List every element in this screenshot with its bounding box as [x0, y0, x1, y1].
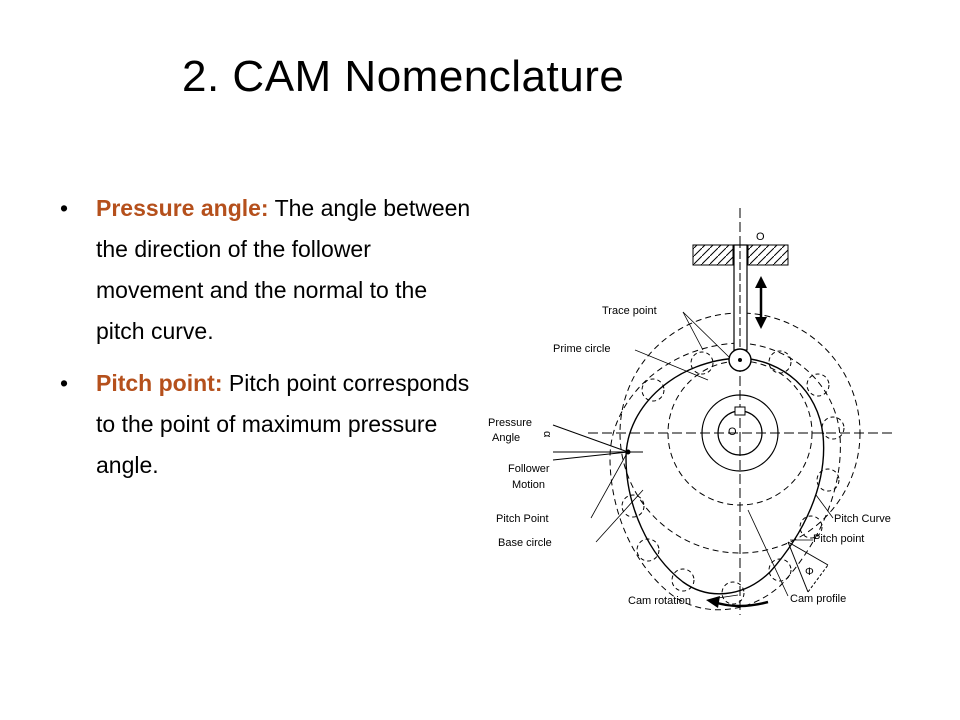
- definition-pressure-angle: The angle between the direction of the f…: [96, 195, 471, 344]
- phi-angle-lines: [787, 541, 829, 593]
- label-cam-profile: Cam profile: [790, 593, 846, 605]
- bullet-icon: •: [60, 370, 69, 396]
- label-follower-motion-1: Follower: [508, 463, 550, 475]
- keyway: [734, 406, 746, 416]
- pitch-curve: [609, 342, 841, 611]
- label-pressure-angle-1: Pressure: [488, 417, 532, 429]
- label-follower-motion-2: Motion: [512, 479, 545, 491]
- leader-lines: [590, 311, 834, 599]
- cam-profile-curve: [625, 357, 825, 595]
- base-circle: [667, 360, 813, 506]
- cam-rotation-arrow: [713, 600, 769, 608]
- follower-motion-arrow: [755, 276, 767, 329]
- bullet-pressure-angle: • Pressure angle: The angle between the …: [60, 188, 480, 352]
- bullet-icon: •: [60, 195, 69, 221]
- label-trace-point: Trace point: [602, 305, 657, 317]
- label-pitch-point-right: Pitch point: [813, 533, 864, 545]
- alpha-symbol: α: [541, 431, 553, 438]
- label-top-o: O: [756, 231, 765, 243]
- bullet-list: • Pressure angle: The angle between the …: [60, 188, 480, 497]
- follower-guide-left: [692, 244, 734, 266]
- label-pressure-angle-2: Angle: [492, 432, 520, 444]
- term-pressure-angle: Pressure angle:: [96, 195, 269, 221]
- phi-symbol: Φ: [805, 566, 814, 578]
- term-pitch-point: Pitch point:: [96, 370, 223, 396]
- definition-pitch-point: Pitch point corresponds to the point of …: [96, 370, 470, 478]
- label-cam-rotation: Cam rotation: [628, 595, 691, 607]
- label-base-circle: Base circle: [498, 537, 552, 549]
- pressure-angle-lines: [552, 424, 643, 461]
- bullet-pitch-point: • Pitch point: Pitch point corresponds t…: [60, 363, 480, 486]
- label-center-o: O: [728, 426, 737, 438]
- follower-rollers: [621, 350, 845, 605]
- slide-title: 2. CAM Nomenclature: [182, 52, 625, 101]
- follower-guide-right: [747, 244, 789, 266]
- label-pitch-curve: Pitch Curve: [834, 513, 891, 525]
- cam-diagram: α Φ O O Trace point Prime circle Pressur…: [488, 208, 893, 615]
- label-pitch-point-left: Pitch Point: [496, 513, 549, 525]
- cam-hub: [701, 394, 779, 472]
- label-prime-circle: Prime circle: [553, 343, 610, 355]
